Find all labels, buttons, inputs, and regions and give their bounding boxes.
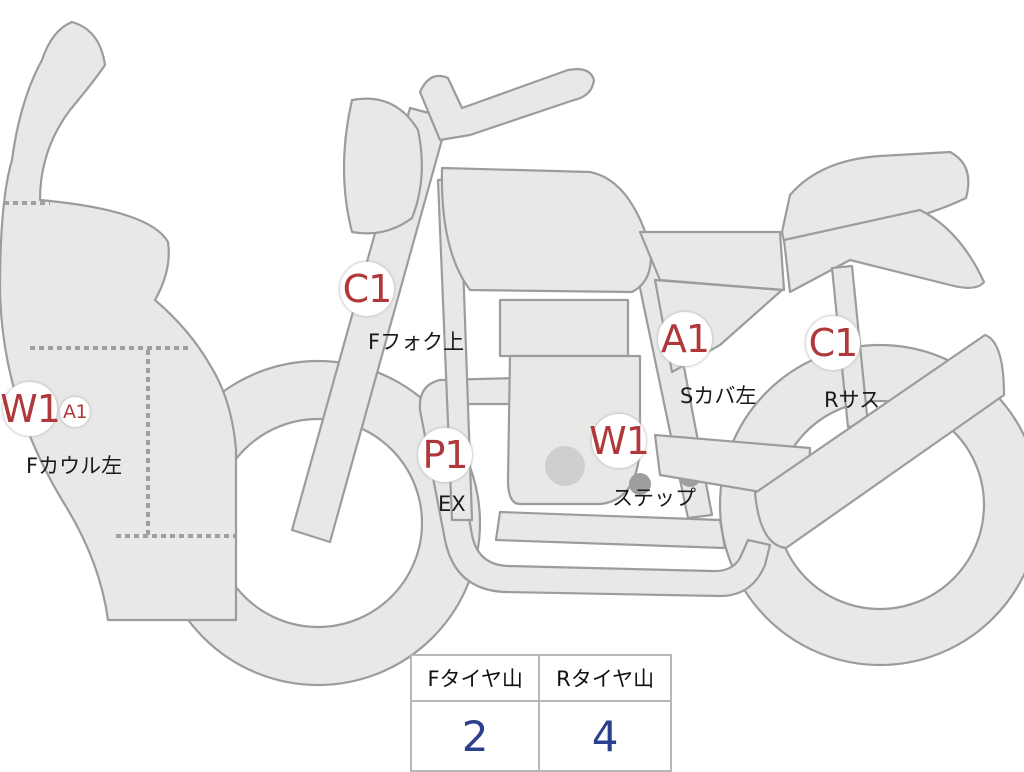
tail-cowl [782,208,986,294]
badge-cowl-a1: A1 [60,397,90,427]
label-step: ステップ [612,486,696,510]
front-tire-header: Fタイヤ山 [409,654,541,702]
rear-tire-header: Rタイヤ山 [538,654,672,702]
badge-rear-sus-c1: C1 [806,316,860,370]
label-ex: EX [438,492,466,516]
muffler [753,333,1006,550]
label-fork: Fフォク上 [368,330,465,354]
label-rear-sus: Rサス [824,388,881,412]
rear-tire-tread-value: 4 [538,700,672,772]
footpeg [629,473,651,495]
label-front-cowl: Fカウル左 [26,454,123,478]
badge-cowl-w1: W1 [0,382,61,436]
table-header-row: Fタイヤ山 Rタイヤ山 [409,654,672,702]
seat-front [638,230,786,292]
badge-side-cover-a1: A1 [658,312,712,366]
lower-frame [494,510,727,550]
fuel-tank [440,166,652,294]
handlebar [418,68,596,142]
engine-head [498,298,630,358]
engine-cover [545,446,585,486]
front-cowl [0,20,238,622]
tire-tread-table: Fタイヤ山 Rタイヤ山 2 4 [409,654,672,772]
table-row: 2 4 [409,700,672,772]
badge-step-w1: W1 [589,414,650,468]
badge-fork-c1: C1 [340,262,394,316]
headlight [342,97,423,235]
label-side-cover: Sカバ左 [680,384,757,408]
front-tire-tread-value: 2 [409,700,541,772]
badge-ex-p1: P1 [418,428,472,482]
